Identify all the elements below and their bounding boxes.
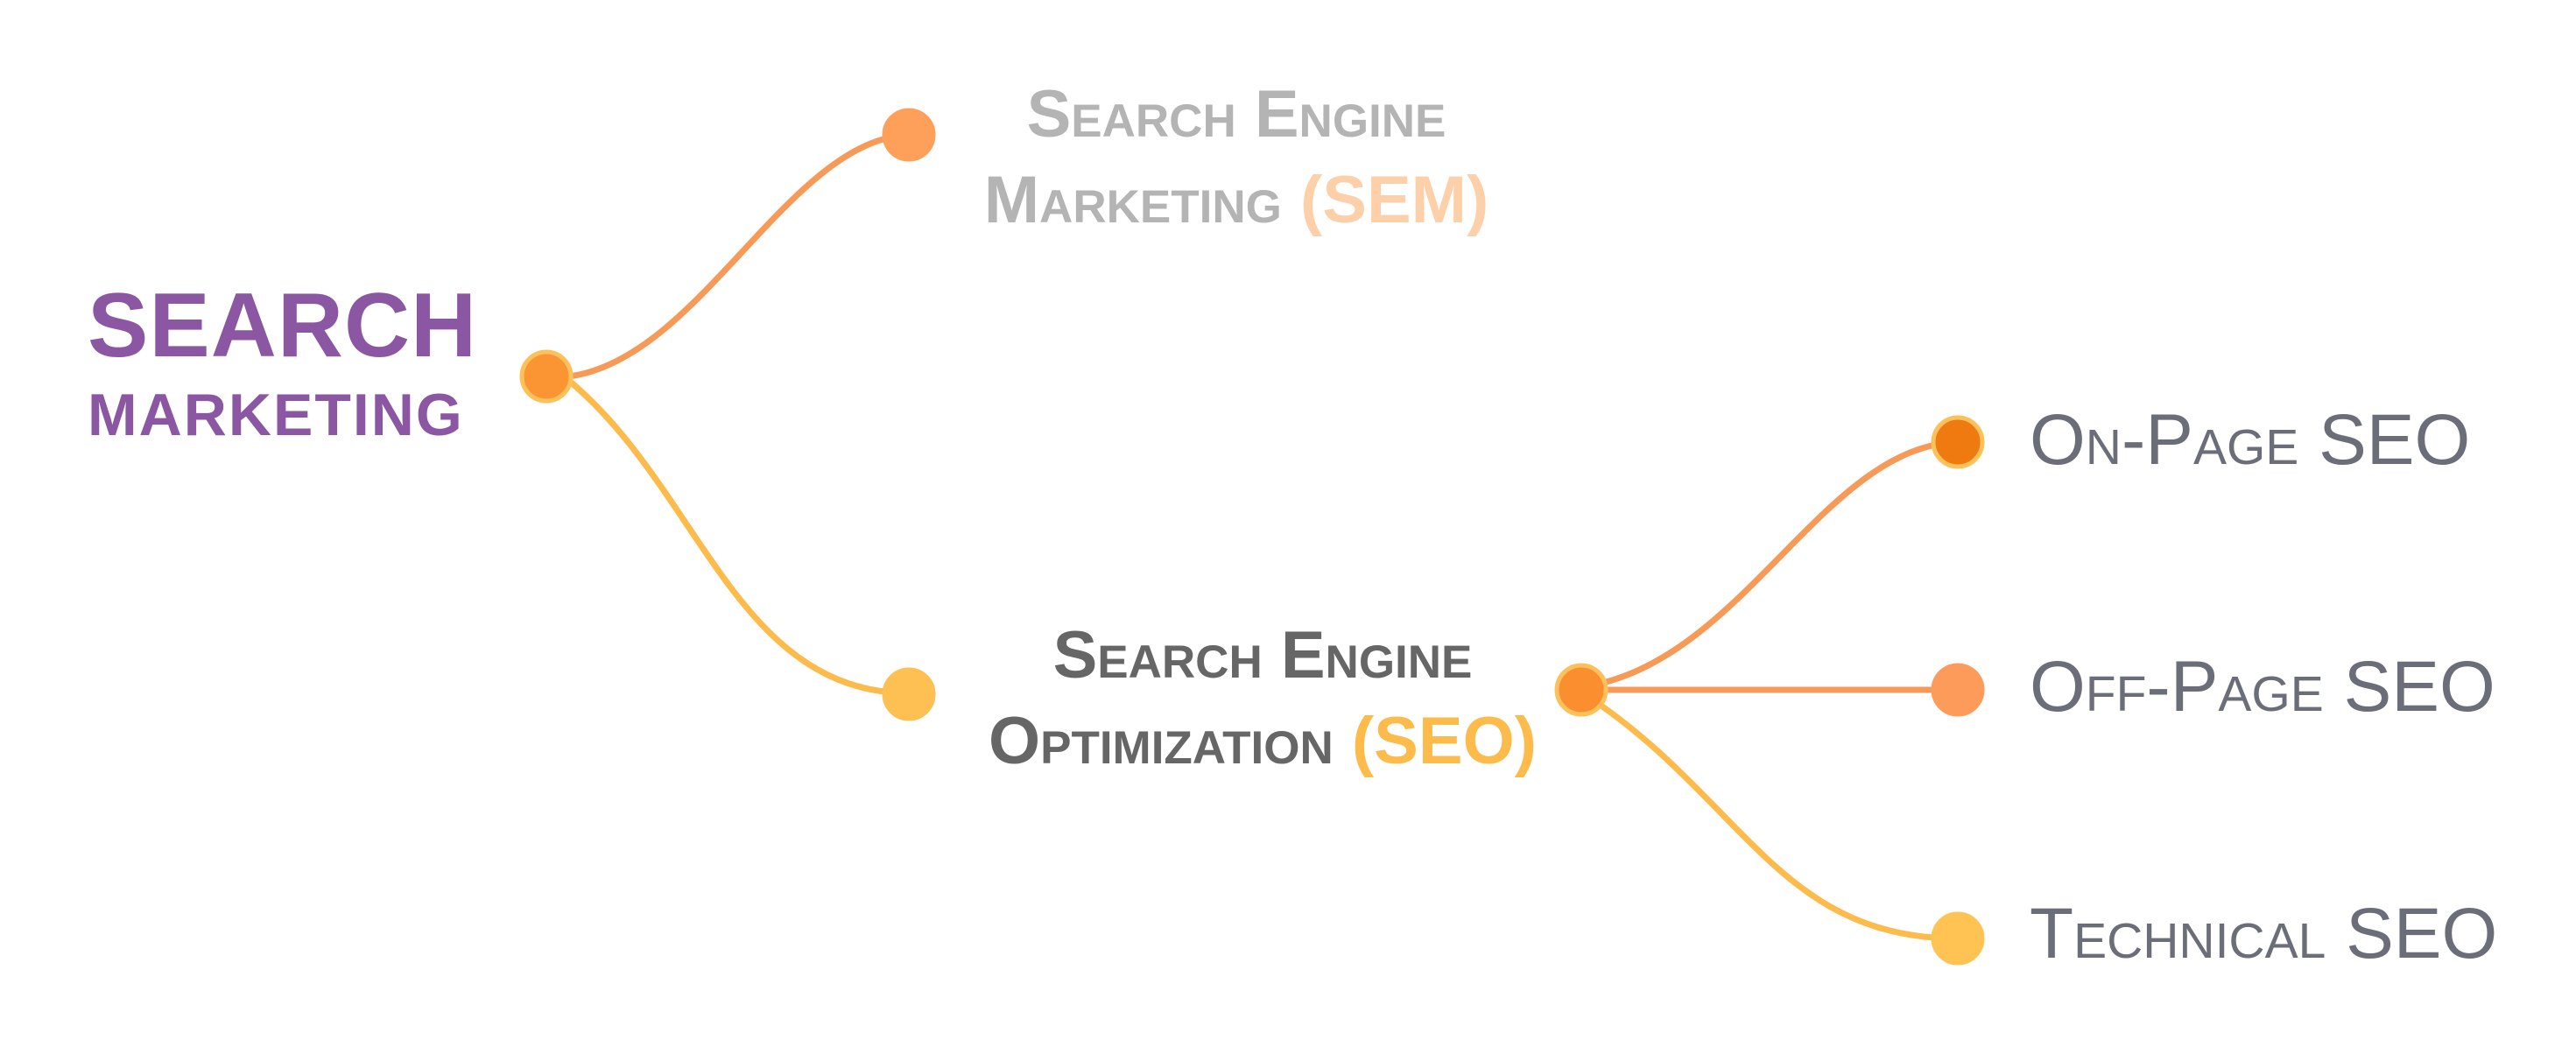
edge-root-to-seo [566,377,912,697]
sem-abbreviation: (SEM) [1299,163,1489,237]
sem-label-word: Marketing [983,163,1282,237]
off-page-node-dot [1931,663,1985,717]
on-page-node-dot [1931,415,1985,469]
root-title-line1: SEARCH [88,275,478,376]
sem-label-line2: Marketing (SEM) [974,158,1499,243]
seo-input-node-dot [882,667,936,721]
sem-node-dot [882,108,936,162]
root-title-line2: MARKETING [88,382,464,448]
edge-seo-to-technical [1580,690,1961,942]
on-page-seo-label: On-Page SEO [2030,400,2471,480]
seo-hub-node-dot [1554,663,1608,717]
sem-node-label: Search Engine Marketing (SEM) [974,72,1499,243]
technical-seo-label: Technical SEO [2030,894,2498,973]
sem-label-line1: Search Engine [1026,77,1446,151]
root-title: SEARCH MARKETING [88,280,477,445]
edge-seo-to-on-page [1577,439,1961,691]
seo-label-word: Optimization [988,704,1334,778]
seo-abbreviation: (SEO) [1351,704,1537,778]
seo-node-label: Search Engine Optimization (SEO) [974,613,1552,784]
edge-root-to-sem [566,131,912,380]
seo-label-line2: Optimization (SEO) [974,699,1552,784]
technical-node-dot [1931,911,1985,966]
off-page-seo-label: Off-Page SEO [2030,647,2495,727]
root-node-dot [519,349,574,404]
seo-label-line1: Search Engine [1052,618,1473,692]
